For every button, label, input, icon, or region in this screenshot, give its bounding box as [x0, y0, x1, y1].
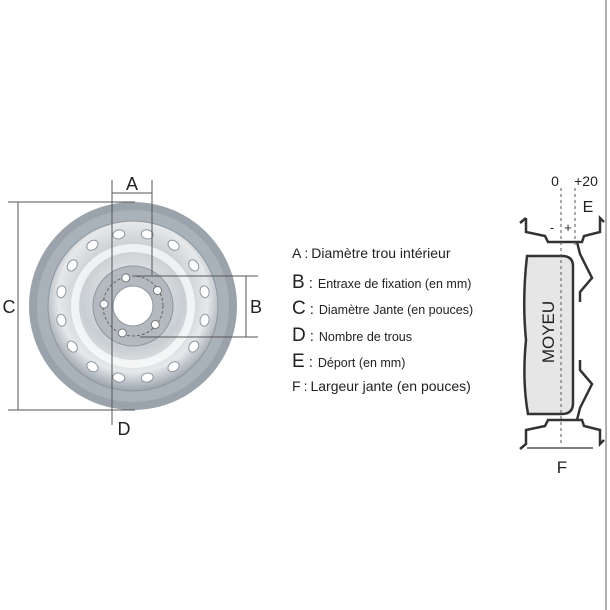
- legend-text: Déport (en mm): [317, 356, 406, 370]
- rim-profile: 0 +20 E - + MOYEU F: [519, 0, 607, 610]
- legend-item-d: D: Nombre de trous: [292, 325, 473, 352]
- bolt-holes: [99, 273, 163, 338]
- vent-hole: [112, 372, 126, 383]
- vent-hole: [112, 229, 126, 240]
- legend-sep: :: [308, 354, 313, 371]
- legend-key: D: [292, 324, 306, 346]
- legend-text: Diamètre Jante (en pouces): [318, 303, 474, 317]
- vent-hole: [56, 313, 67, 327]
- vent-hole: [56, 285, 67, 299]
- vent-hole: [86, 361, 99, 373]
- vent-holes: [56, 229, 210, 383]
- vent-hole: [167, 361, 180, 373]
- label-c: C: [3, 297, 16, 317]
- offset-zero: 0: [551, 173, 559, 189]
- legend-key: F: [292, 377, 301, 394]
- bolt-hole: [150, 320, 160, 330]
- vent-hole: [199, 313, 210, 327]
- label-e: E: [583, 199, 594, 216]
- legend-sep: :: [309, 301, 314, 318]
- legend-item-a: A:Diamètre trou intérieur: [292, 245, 473, 272]
- legend: A:Diamètre trou intérieur B:Entraxe de f…: [292, 245, 473, 404]
- legend-sep: :: [303, 377, 308, 394]
- legend-key: C: [292, 298, 306, 319]
- bolt-hole: [153, 285, 163, 295]
- legend-text: Nombre de trous: [318, 329, 413, 344]
- label-d: D: [118, 419, 131, 439]
- vent-hole: [199, 285, 210, 299]
- vent-hole: [188, 259, 200, 272]
- legend-key: B: [292, 271, 305, 293]
- vent-hole: [86, 239, 99, 251]
- legend-item-c: C: Diamètre Jante (en pouces): [292, 298, 473, 325]
- vent-hole: [140, 372, 154, 383]
- vent-hole: [66, 259, 78, 272]
- vent-hole: [140, 229, 154, 240]
- minus-sign: -: [550, 220, 554, 235]
- label-f: F: [557, 458, 567, 477]
- dimension-lines: [8, 180, 258, 425]
- offset-plus20: +20: [574, 173, 598, 189]
- plus-sign: +: [564, 220, 572, 235]
- wheel: [29, 202, 237, 410]
- legend-sep: :: [309, 327, 314, 345]
- legend-key: A: [292, 245, 302, 261]
- bolt-hole: [117, 328, 127, 338]
- vent-hole: [66, 340, 78, 353]
- legend-item-f: F:Largeur jante (en pouces): [292, 378, 473, 405]
- bolt-hole: [99, 299, 109, 309]
- label-a: A: [126, 174, 138, 194]
- bolt-hole: [121, 273, 131, 283]
- legend-sep: :: [308, 274, 313, 292]
- legend-text: Entraxe de fixation (en mm): [317, 276, 472, 291]
- legend-text: Diamètre trou intérieur: [311, 245, 451, 261]
- vent-hole: [188, 340, 200, 353]
- legend-item-e: E: Déport (en mm): [292, 351, 473, 378]
- legend-item-b: B: Entraxe de fixation (en mm): [292, 272, 473, 299]
- legend-key: E: [292, 351, 305, 372]
- legend-sep: :: [304, 245, 309, 261]
- legend-text: Largeur jante (en pouces): [310, 377, 471, 394]
- vent-hole: [167, 239, 180, 251]
- label-b: B: [250, 297, 262, 317]
- hub-label: MOYEU: [539, 301, 558, 363]
